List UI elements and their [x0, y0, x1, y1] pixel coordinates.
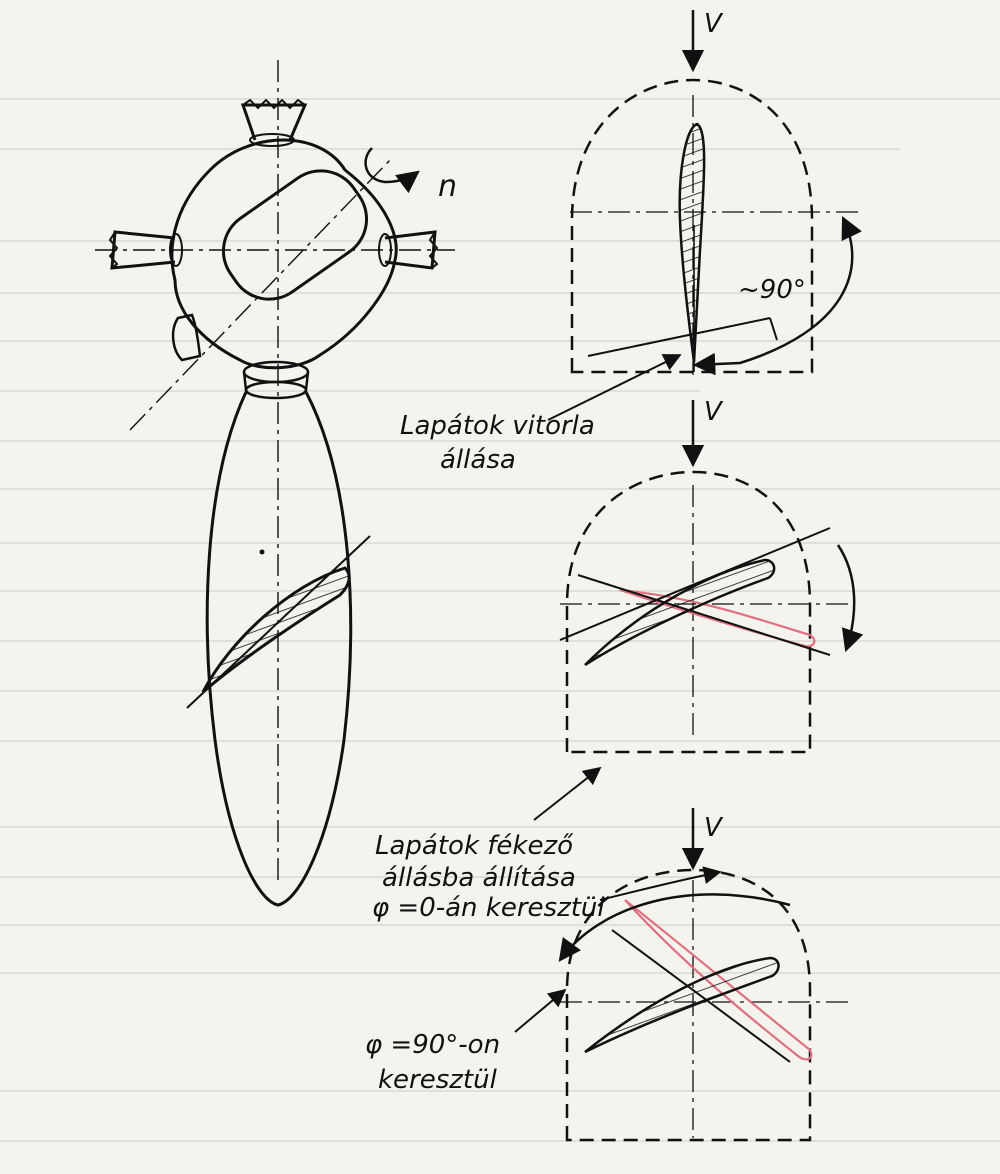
hub-body	[170, 138, 398, 370]
hub-right-stub	[384, 230, 437, 270]
dashed-outline-2	[565, 470, 812, 754]
caption-90-line1: φ =90°-on	[365, 1030, 500, 1060]
rotation-label: n	[438, 169, 457, 204]
caption-fekezo-line1: Lapátok fékező	[375, 831, 574, 861]
panel-vitorla	[570, 10, 862, 376]
velocity-label-3: V	[704, 813, 724, 843]
caption-fekezo: Lapátok fékező állásba állítása φ =0-án …	[372, 766, 722, 923]
panel-90	[558, 808, 850, 1142]
caption-fekezo-arrow-line	[599, 866, 722, 901]
caption-90: φ =90°-on keresztül	[365, 988, 567, 1095]
blade-braking-1	[584, 558, 776, 667]
hub-top-stub	[240, 103, 308, 141]
dashed-outline-3	[565, 868, 812, 1142]
caption-vitorla: Lapátok vitorla állása	[400, 354, 682, 475]
blade-feathered	[678, 122, 706, 363]
angle-arc-90	[692, 215, 862, 376]
blade-braking-2	[584, 956, 780, 1054]
dashed-outline-1	[570, 78, 814, 374]
caption-vitorla-line2: állása	[440, 445, 516, 475]
long-blade-outline	[205, 391, 353, 907]
caption-90-line2: keresztül	[378, 1065, 498, 1095]
panel-fekezo	[559, 400, 864, 754]
rotation-arrow	[364, 147, 420, 194]
pink-ghost-blade-2	[619, 588, 816, 648]
angle-label: ~90°	[738, 275, 806, 305]
velocity-label-1: V	[704, 9, 724, 39]
angle-arc-2	[836, 544, 864, 653]
blade-root-window	[221, 169, 369, 301]
hub-boss	[171, 313, 202, 362]
caption-vitorla-line1: Lapátok vitorla	[400, 411, 595, 441]
small-dot	[259, 549, 265, 555]
angle-arc-3	[558, 893, 791, 962]
pink-ghost-blade-3	[624, 899, 813, 1061]
runner-hub-drawing	[95, 60, 455, 907]
blade-section-left	[201, 566, 351, 694]
caption-fekezo-line3: φ =0-án keresztül	[372, 893, 605, 923]
velocity-label-2: V	[704, 397, 724, 427]
caption-fekezo-line2: állásba állítása	[382, 863, 576, 893]
